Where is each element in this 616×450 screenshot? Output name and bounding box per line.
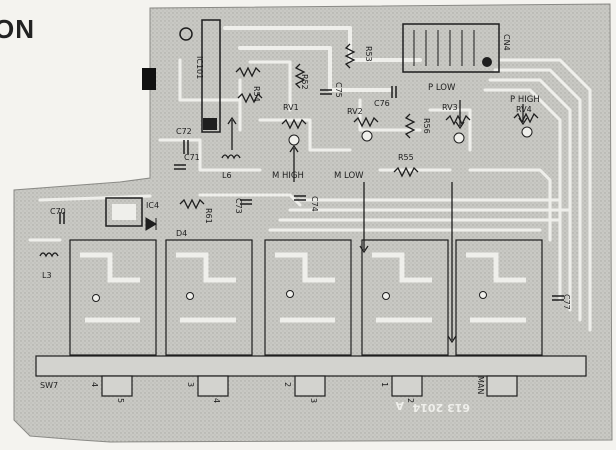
label-r55: R55 [398, 153, 414, 162]
relay-block-5 [455, 239, 543, 356]
label-rv3: RV3 [442, 103, 458, 112]
label-r56: R56 [422, 118, 431, 134]
label-switch-pin-3: 3 [309, 398, 318, 403]
relay-block-3 [264, 239, 352, 356]
label-switch-pin-4: 4 [212, 398, 221, 403]
relay-block-1 [69, 239, 157, 356]
label-c76: C76 [374, 99, 390, 108]
relay-block-4 [361, 239, 449, 356]
mounting-hole [179, 27, 193, 41]
label-cn4: CN4 [502, 34, 511, 51]
part-number: 613 2014 [412, 401, 470, 414]
copper-traces [28, 26, 592, 332]
label-c72: C72 [176, 127, 192, 136]
ic101-tab [203, 118, 217, 130]
label-switch-pos-1: 1 [380, 382, 389, 387]
trimmer-pads [288, 126, 533, 146]
label-d4: D4 [176, 229, 187, 238]
cn4-pin1-marker [482, 57, 492, 67]
label-p-low: P LOW [428, 83, 456, 93]
label-sw7: SW7 [40, 381, 58, 390]
switch-sw7-tabs [101, 375, 518, 397]
label-m-low: M LOW [334, 171, 364, 181]
label-r54: R54 [252, 86, 261, 102]
label-c73: C73 [234, 198, 243, 214]
label-r53: R53 [364, 46, 373, 62]
label-c77: C77 [562, 294, 571, 310]
inductor-symbols [39, 154, 241, 258]
resistor-symbols [179, 43, 419, 210]
label-switch-pos-4: 4 [90, 382, 99, 387]
label-switch-pos-3: 3 [186, 382, 195, 387]
label-c70: C70 [50, 207, 66, 216]
label-switch-pin-5: 5 [116, 398, 125, 403]
ic4-body [105, 197, 143, 227]
switch-sw7-body [35, 355, 587, 377]
label-rv1: RV1 [283, 103, 299, 112]
label-ic4: IC4 [146, 201, 159, 210]
board-substrate [13, 3, 613, 443]
part-number-prefix: A [395, 399, 404, 412]
label-l6: L6 [222, 171, 232, 180]
relay-pads [92, 290, 487, 302]
label-rv2: RV2 [347, 107, 363, 116]
ic101-body [201, 19, 221, 133]
diode-d4-symbol [145, 217, 157, 231]
label-r61: R61 [204, 208, 213, 224]
label-m-high: M HIGH [272, 171, 304, 181]
label-switch-pos-man: MAN [476, 376, 485, 394]
label-l3: L3 [42, 271, 52, 280]
trimmer-symbols [281, 112, 539, 130]
cn4-body [402, 23, 500, 73]
ic4-inner [112, 204, 136, 220]
label-c71: C71 [184, 153, 200, 162]
label-rv4: RV4 [516, 105, 532, 114]
edge-connector [142, 68, 156, 90]
label-switch-pos-2: 2 [283, 382, 292, 387]
page-heading-fragment: ON [0, 14, 35, 44]
label-r52: R52 [300, 74, 309, 90]
capacitor-symbols [59, 86, 564, 301]
adjustment-arrows [227, 100, 528, 344]
label-c74: C74 [310, 196, 319, 212]
relay-blocks [69, 239, 543, 356]
cn4-pins [413, 30, 475, 66]
relay-block-2 [165, 239, 253, 356]
label-c75: C75 [334, 82, 343, 98]
relay-inner-traces [80, 252, 526, 323]
label-switch-pin-2: 2 [406, 398, 415, 403]
label-p-high: P HIGH [510, 95, 540, 105]
label-ic101: IC101 [195, 56, 204, 79]
